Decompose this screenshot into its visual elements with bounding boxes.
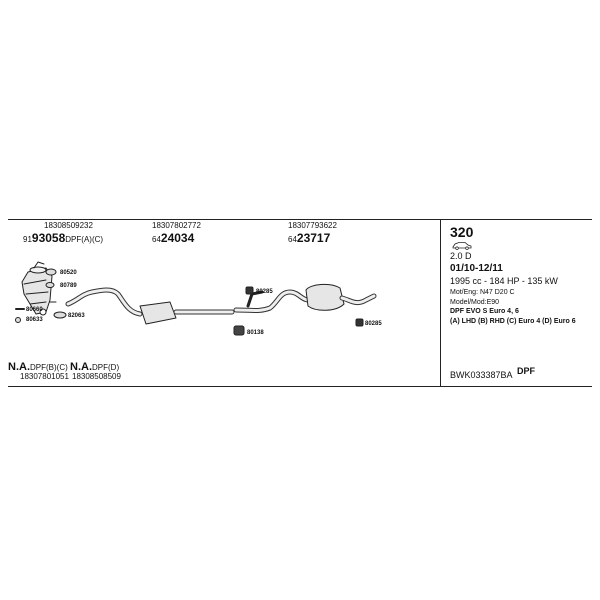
diagram-frame: [8, 219, 592, 387]
callout-80633: 80633: [26, 317, 43, 323]
center-pipe-drawing: [65, 287, 235, 325]
rear-silencer-drawing: [233, 283, 377, 313]
part-code-3: 6423717: [288, 232, 330, 244]
part-code-2: 6424034: [152, 232, 194, 244]
part-na-small-1: 18307801051: [20, 372, 69, 381]
part-small-3: 18307793622: [288, 221, 337, 230]
part-na-2: N.A.DPF(D): [70, 362, 119, 373]
exhaust-diagram: [15, 261, 377, 336]
part-na-bold-1: N.A.: [8, 361, 30, 373]
car-icon: [452, 242, 472, 250]
vehicle-model-mod: Model/Mod:E90: [450, 299, 500, 306]
part-na-1: N.A.DPF(B)(C): [8, 362, 68, 373]
part-na-suffix-2: DPF(D): [92, 363, 120, 372]
part-na-bold-2: N.A.: [70, 361, 92, 373]
part-bold-3: 23717: [296, 231, 331, 245]
callout-80285-a: 80285: [256, 289, 273, 295]
part-suffix-1: DPF(A)(C): [65, 235, 104, 244]
vehicle-engine: 2.0 D: [450, 251, 472, 261]
part-small-2: 18307802772: [152, 221, 201, 230]
part-prefix-3: 64: [288, 235, 297, 244]
callout-82063: 82063: [68, 313, 85, 319]
vehicle-power: 1995 cc - 184 HP - 135 kW: [450, 276, 558, 286]
callout-80285-b: 80285: [365, 321, 382, 327]
hanger-80285-a: [245, 286, 254, 295]
part-bold-2: 24034: [160, 231, 195, 245]
vehicle-years: 01/10-12/11: [450, 263, 503, 274]
gasket-80789: [45, 282, 55, 288]
part-small-1: 18308509232: [44, 221, 93, 230]
clamp-82063: [53, 311, 67, 319]
callout-80138: 80138: [247, 330, 264, 336]
part-prefix-1: 91: [23, 235, 32, 244]
kit-code: BWK033387BA: [450, 370, 513, 380]
clamp-80520: [45, 268, 57, 276]
callout-80520: 80520: [60, 270, 77, 276]
vehicle-markets: (A) LHD (B) RHD (C) Euro 4 (D) Euro 6: [450, 318, 576, 325]
panel-divider: [440, 219, 441, 386]
hanger-80138: [233, 325, 245, 336]
hanger-80285-b: [355, 318, 364, 327]
dpf-catalyst-drawing: [21, 261, 57, 316]
part-prefix-2: 64: [152, 235, 161, 244]
vehicle-model: 320: [450, 224, 474, 240]
vehicle-mot-eng: Mot/Eng: N47 D20 C: [450, 289, 515, 296]
part-na-small-2: 18308508509: [72, 372, 121, 381]
nut-80633: [15, 317, 21, 323]
callout-80660: 80660: [26, 307, 43, 313]
part-na-suffix-1: DPF(B)(C): [30, 363, 68, 372]
part-bold-1: 93058: [31, 231, 66, 245]
dpf-label: DPF: [517, 366, 535, 376]
callout-80789: 80789: [60, 283, 77, 289]
part-code-1: 9193058DPF(A)(C): [23, 232, 103, 244]
vehicle-dpf-line: DPF EVO S Euro 4, 6: [450, 308, 519, 315]
